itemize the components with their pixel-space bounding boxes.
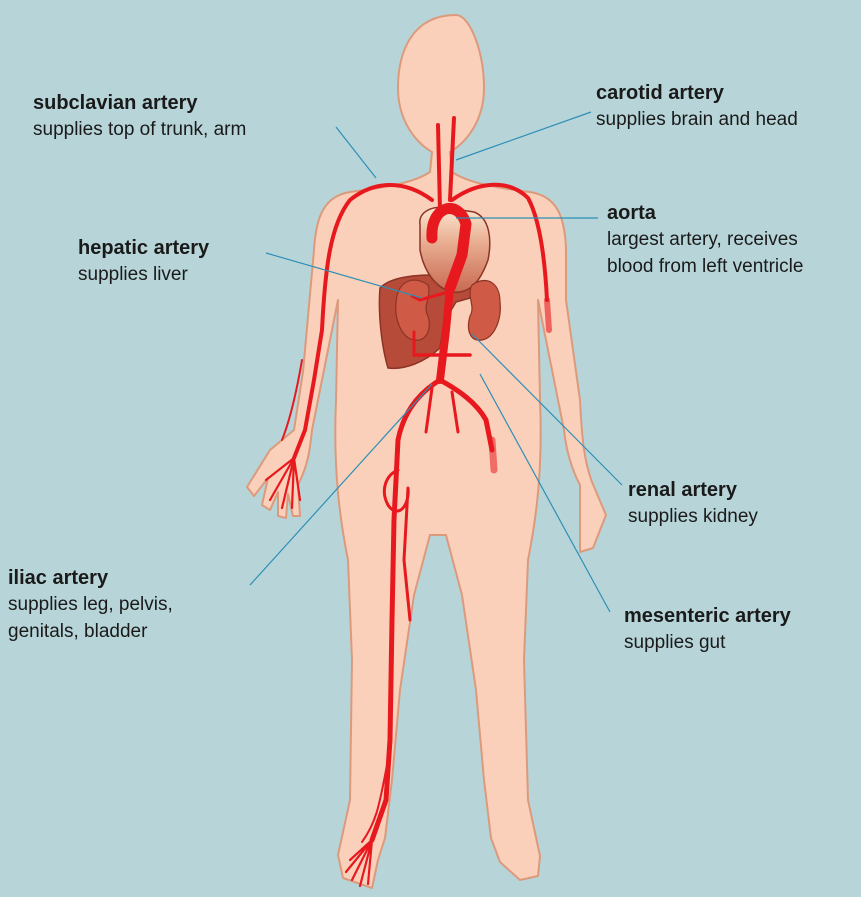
label-renal: renal artery supplies kidney	[628, 477, 758, 530]
iliac-artery-title: iliac artery	[8, 565, 173, 591]
subclavian-artery-title: subclavian artery	[33, 90, 246, 116]
iliac-artery-description: supplies leg, pelvis, genitals, bladder	[8, 591, 173, 645]
renal-artery-description: supplies kidney	[628, 503, 758, 530]
hepatic-artery-title: hepatic artery	[78, 235, 209, 261]
label-hepatic: hepatic artery supplies liver	[78, 235, 209, 288]
label-aorta: aorta largest artery, receives blood fro…	[607, 200, 803, 280]
label-mesenteric: mesenteric artery supplies gut	[624, 603, 791, 656]
subclavian-artery-description: supplies top of trunk, arm	[33, 116, 246, 143]
carotid-artery-title: carotid artery	[596, 80, 798, 106]
renal-artery-title: renal artery	[628, 477, 758, 503]
label-carotid: carotid artery supplies brain and head	[596, 80, 798, 133]
carotid-artery-description: supplies brain and head	[596, 106, 798, 133]
label-subclavian: subclavian artery supplies top of trunk,…	[33, 90, 246, 143]
leader-line-subclavian	[336, 127, 376, 178]
label-iliac: iliac artery supplies leg, pelvis, genit…	[8, 565, 173, 645]
aorta-title: aorta	[607, 200, 803, 226]
hepatic-artery-description: supplies liver	[78, 261, 209, 288]
body-silhouette	[247, 15, 606, 888]
mesenteric-artery-title: mesenteric artery	[624, 603, 791, 629]
mesenteric-artery-description: supplies gut	[624, 629, 791, 656]
aorta-description: largest artery, receives blood from left…	[607, 226, 803, 280]
carotid-artery-left	[438, 125, 440, 210]
